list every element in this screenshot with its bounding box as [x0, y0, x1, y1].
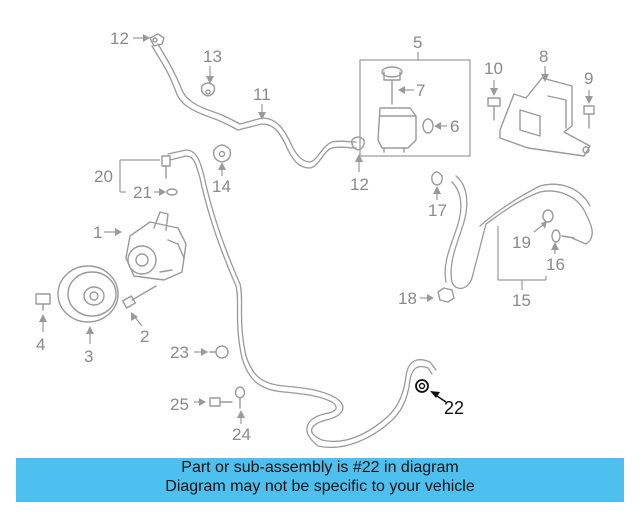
- callout-8[interactable]: 8: [539, 47, 548, 66]
- part-1-power-steering-pump: [125, 211, 187, 281]
- callout-11[interactable]: 11: [253, 85, 271, 104]
- callout-4[interactable]: 4: [36, 335, 45, 354]
- callout-16[interactable]: 16: [546, 255, 565, 274]
- info-banner: Part or sub-assembly is #22 in diagram D…: [16, 458, 624, 502]
- part-23-fitting: [209, 345, 229, 359]
- callout-22[interactable]: 22: [444, 398, 464, 418]
- part-17-clip: [431, 171, 443, 186]
- callout-12-right[interactable]: 12: [350, 175, 369, 194]
- callout-2[interactable]: 2: [140, 327, 149, 346]
- callout-12-top[interactable]: 12: [110, 29, 129, 48]
- callout-3[interactable]: 3: [84, 347, 93, 366]
- callout-10[interactable]: 10: [484, 59, 503, 78]
- callout-21[interactable]: 21: [133, 183, 152, 202]
- part-2-bolt: [121, 285, 157, 309]
- callout-1[interactable]: 1: [93, 223, 102, 242]
- part-18-nut: [437, 287, 455, 303]
- callout-13[interactable]: 13: [203, 47, 222, 66]
- part-15-cooler-pipe: [444, 175, 593, 289]
- part-19-clamp: [542, 209, 554, 223]
- callout-23[interactable]: 23: [170, 343, 189, 362]
- part-10-bolt: [487, 97, 501, 121]
- banner-line-2: Diagram may not be specific to your vehi…: [165, 478, 475, 495]
- callout-18[interactable]: 18: [398, 289, 417, 308]
- return-hose-upper: [151, 43, 357, 169]
- callout-15[interactable]: 15: [512, 291, 531, 310]
- part-9-bolt: [583, 105, 595, 129]
- part-5-reservoir: [377, 107, 417, 153]
- callout-17[interactable]: 17: [428, 201, 447, 220]
- callout-6[interactable]: 6: [450, 117, 459, 136]
- part-22-washer: [415, 379, 429, 393]
- part-8-bracket: [499, 77, 591, 157]
- part-12-right-clip: [351, 136, 365, 151]
- part-5-box: [359, 59, 471, 157]
- part-20-fitting: [161, 155, 171, 179]
- callout-24[interactable]: 24: [232, 425, 251, 444]
- callout-14[interactable]: 14: [212, 177, 231, 196]
- part-4-bolt: [35, 293, 51, 311]
- part-24-clip: [234, 386, 246, 409]
- part-25-bolt: [209, 397, 233, 407]
- callout-7[interactable]: 7: [416, 81, 425, 100]
- part-21-washer: [166, 188, 178, 196]
- pressure-hose: [167, 149, 437, 448]
- part-6-seal: [422, 118, 434, 134]
- part-13-clip: [200, 82, 216, 97]
- part-7-cap: [381, 66, 403, 105]
- part-3-pulley: [57, 265, 119, 323]
- callout-5[interactable]: 5: [413, 33, 422, 52]
- part-14-clip: [212, 144, 232, 163]
- part-12-top-clip: [149, 33, 165, 47]
- callout-19[interactable]: 19: [512, 233, 531, 252]
- banner-line-1: Part or sub-assembly is #22 in diagram: [181, 459, 459, 476]
- callout-20[interactable]: 20: [94, 167, 113, 186]
- callout-25[interactable]: 25: [170, 395, 189, 414]
- part-16-fitting: [551, 229, 575, 243]
- callout-9[interactable]: 9: [584, 69, 593, 88]
